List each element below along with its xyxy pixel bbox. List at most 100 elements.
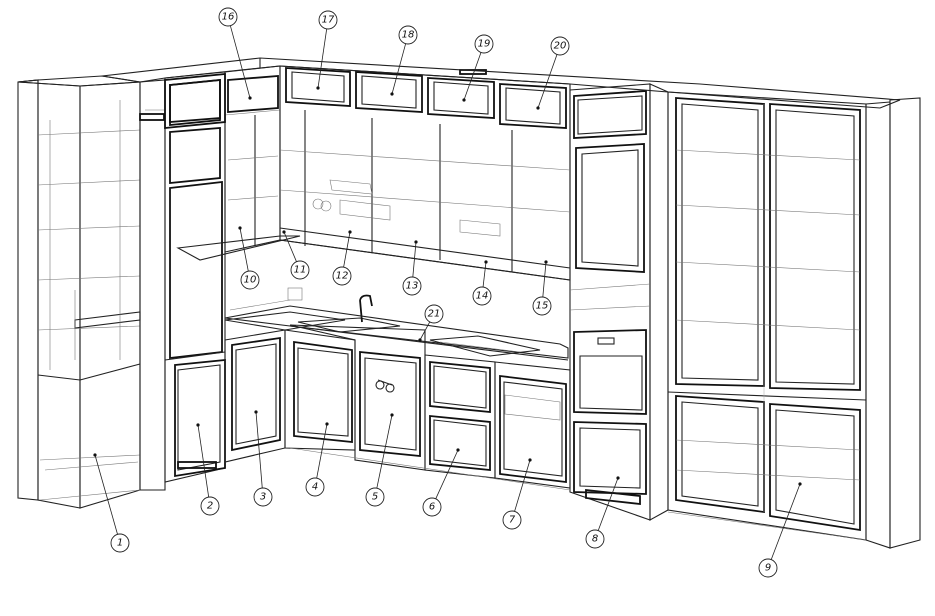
callout-leader-line	[542, 261, 547, 298]
callout-target-dot	[238, 226, 242, 230]
callout-7: 7	[502, 458, 532, 530]
callout-circle	[402, 276, 422, 296]
callout-14: 14	[472, 260, 492, 306]
callout-15: 15	[532, 260, 552, 316]
callout-circle	[424, 304, 444, 324]
callout-5: 5	[365, 413, 394, 507]
callout-number: 16	[222, 12, 235, 23]
callout-target-dot	[798, 482, 802, 486]
callout-leader-line	[412, 241, 417, 278]
callout-number: 19	[478, 39, 491, 50]
callout-number: 15	[536, 301, 549, 312]
callout-target-dot	[414, 240, 418, 244]
callout-circle	[332, 266, 352, 286]
corner-upper-cabinets	[164, 65, 303, 311]
callout-leader-line	[343, 231, 351, 268]
callout-18: 18	[390, 25, 418, 96]
callout-number: 2	[207, 501, 213, 512]
sink-base	[289, 294, 426, 471]
callout-target-dot	[544, 260, 548, 264]
callout-leader-line	[463, 52, 482, 101]
callout-number: 1	[117, 538, 123, 549]
upper-wall-cabinets	[279, 65, 571, 281]
callout-leader-line	[419, 321, 431, 341]
callout-target-dot	[390, 413, 394, 417]
callout-circle	[472, 286, 492, 306]
callout-circle	[398, 25, 418, 45]
callout-leader-line	[514, 459, 531, 512]
callout-number: 5	[372, 492, 378, 503]
callout-2: 2	[196, 423, 220, 516]
drawer-unit	[424, 354, 496, 479]
callout-target-dot	[348, 230, 352, 234]
callout-target-dot	[196, 423, 200, 427]
callout-leader-line	[597, 477, 619, 531]
callout-number: 17	[322, 15, 335, 26]
countertop	[224, 305, 569, 361]
callout-circle	[550, 36, 570, 56]
callout-number: 13	[406, 281, 419, 292]
callout-leader-line	[316, 423, 328, 479]
callout-8: 8	[585, 476, 620, 549]
callout-number: 9	[765, 563, 771, 574]
callout-circle	[585, 529, 605, 549]
callout-target-dot	[254, 410, 258, 414]
callout-number: 10	[244, 275, 257, 286]
callout-target-dot	[282, 230, 286, 234]
callout-target-dot	[390, 92, 394, 96]
callout-circle	[305, 477, 325, 497]
callout-number: 21	[428, 309, 441, 320]
callout-number: 11	[294, 265, 307, 276]
callout-number: 8	[592, 534, 598, 545]
callout-target-dot	[536, 106, 540, 110]
callout-circle	[422, 497, 442, 517]
callout-number: 6	[429, 502, 435, 513]
callout-12: 12	[332, 230, 352, 286]
callout-20: 20	[536, 36, 570, 110]
callout-17: 17	[316, 10, 338, 90]
callout-circle	[110, 533, 130, 553]
oven-column	[569, 83, 669, 521]
callout-leader-line	[255, 411, 263, 489]
callout-leader-line	[283, 231, 297, 262]
callout-circle	[474, 34, 494, 54]
callout-number: 20	[554, 41, 567, 52]
callout-number: 12	[336, 271, 349, 282]
callout-target-dot	[325, 422, 329, 426]
left-tall-cabinet	[17, 75, 141, 509]
crown-moulding	[101, 57, 901, 109]
callout-circle	[532, 296, 552, 316]
callout-target-dot	[316, 86, 320, 90]
callout-6: 6	[422, 448, 460, 517]
callout-circle	[218, 7, 238, 27]
callout-13: 13	[402, 240, 422, 296]
callout-leader-line	[537, 54, 558, 109]
callout-circle	[365, 487, 385, 507]
callout-target-dot	[456, 448, 460, 452]
callout-leader-line	[229, 25, 251, 99]
base-unit-seven	[494, 361, 571, 489]
lower-corner-units	[224, 311, 356, 463]
callout-target-dot	[418, 338, 422, 342]
callout-1: 1	[93, 453, 130, 553]
callout-leader-line	[376, 414, 393, 489]
callout-10: 10	[238, 226, 260, 290]
callout-target-dot	[462, 98, 466, 102]
callout-number: 4	[312, 482, 318, 493]
callout-leader-line	[197, 424, 210, 498]
callout-leader-line	[239, 227, 249, 272]
callout-11: 11	[282, 230, 310, 280]
fridge-column	[139, 71, 226, 491]
callout-target-dot	[616, 476, 620, 480]
callout-leader-line	[317, 28, 328, 89]
callout-16: 16	[218, 7, 252, 100]
callout-3: 3	[253, 410, 273, 507]
callout-19: 19	[462, 34, 494, 102]
callout-number: 3	[260, 492, 266, 503]
right-glass-cabinet	[667, 91, 921, 549]
callout-circle	[290, 260, 310, 280]
callout-number: 14	[476, 291, 489, 302]
